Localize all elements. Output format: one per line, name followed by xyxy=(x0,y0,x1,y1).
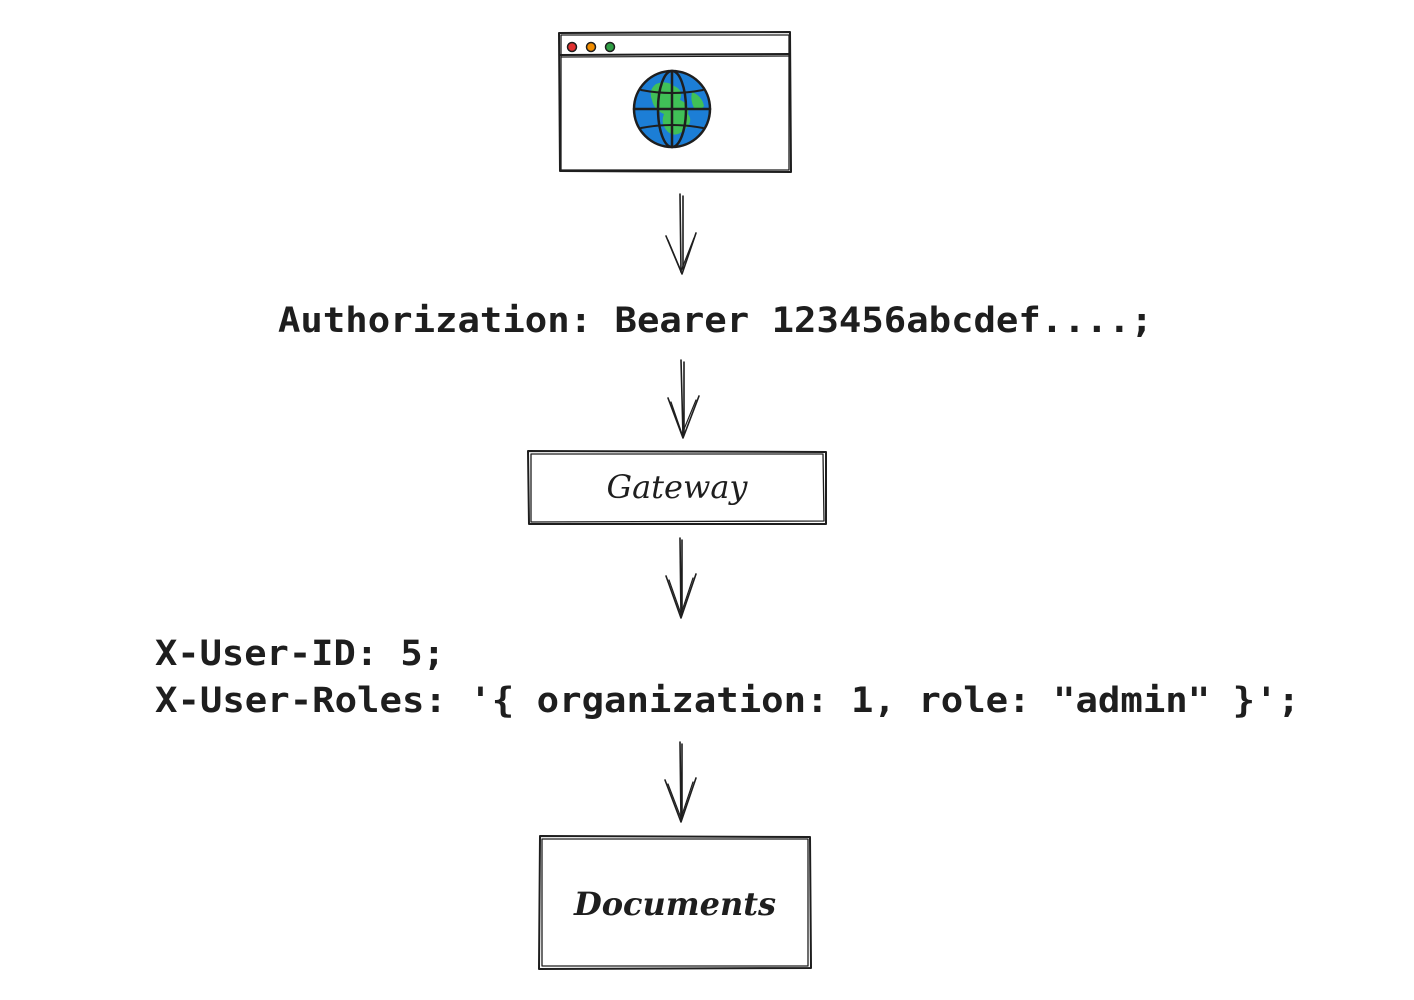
browser-window xyxy=(558,31,792,173)
user-id-header-text: X-User-ID: 5; xyxy=(155,634,445,674)
arrow-gateway-to-headers xyxy=(665,537,697,619)
globe-icon xyxy=(632,69,712,149)
window-dot-yellow xyxy=(585,41,597,53)
window-dot-green xyxy=(604,41,616,53)
window-controls xyxy=(566,41,616,53)
documents-box: Documents xyxy=(538,835,812,970)
arrow-headers-to-documents xyxy=(664,741,697,823)
user-roles-header-text: X-User-Roles: '{ organization: 1, role: … xyxy=(155,681,1300,721)
window-dot-red xyxy=(566,41,578,53)
gateway-box: Gateway xyxy=(527,450,827,525)
gateway-label: Gateway xyxy=(607,468,749,506)
arrow-browser-to-header xyxy=(665,193,697,275)
authorization-header-text: Authorization: Bearer 123456abcdef....; xyxy=(278,301,1153,341)
arrow-header-to-gateway xyxy=(667,359,700,439)
documents-label: Documents xyxy=(573,885,776,923)
